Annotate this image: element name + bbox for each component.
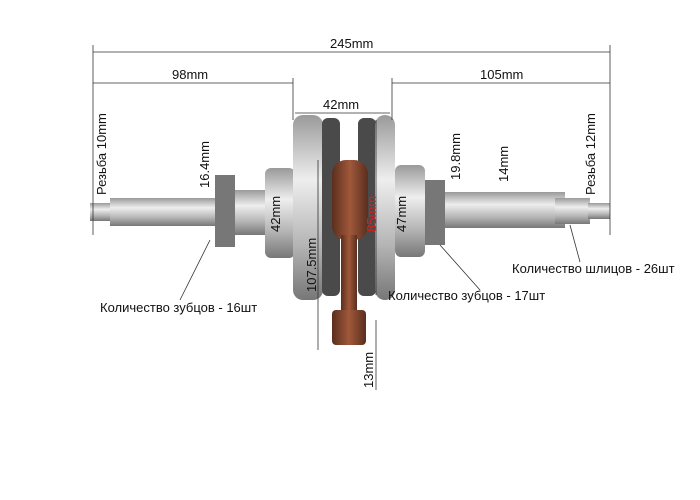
rod-end-label: 13mm <box>361 351 376 388</box>
dimension-lines <box>92 45 611 390</box>
left-teeth-note: Количество зубцов - 16шт <box>100 300 258 315</box>
left-bearing-label: 42mm <box>268 195 283 232</box>
left-gear-diameter-label: 16.4mm <box>197 141 212 188</box>
right-length-label: 105mm <box>480 67 524 82</box>
right-teeth-note: Количество зубцов - 17шт <box>388 288 546 303</box>
splines-note: Количество шлицов - 26шт <box>512 261 675 276</box>
right-bearing-label: 47mm <box>394 195 409 232</box>
rod-length-label: 85mm <box>364 195 379 232</box>
right-gear-diameter-label: 19.8mm <box>448 133 463 180</box>
left-length-label: 98mm <box>172 67 209 82</box>
crankshaft <box>90 115 610 345</box>
right-thread-label: Резьба 12mm <box>583 113 598 195</box>
left-thread-label: Резьба 10mm <box>94 113 109 195</box>
flywheel-width-label: 42mm <box>323 97 360 112</box>
flywheel-diameter-label: 107.5mm <box>304 237 319 292</box>
total-length-label: 245mm <box>330 36 374 51</box>
right-shaft-diameter-label: 14mm <box>496 145 511 182</box>
